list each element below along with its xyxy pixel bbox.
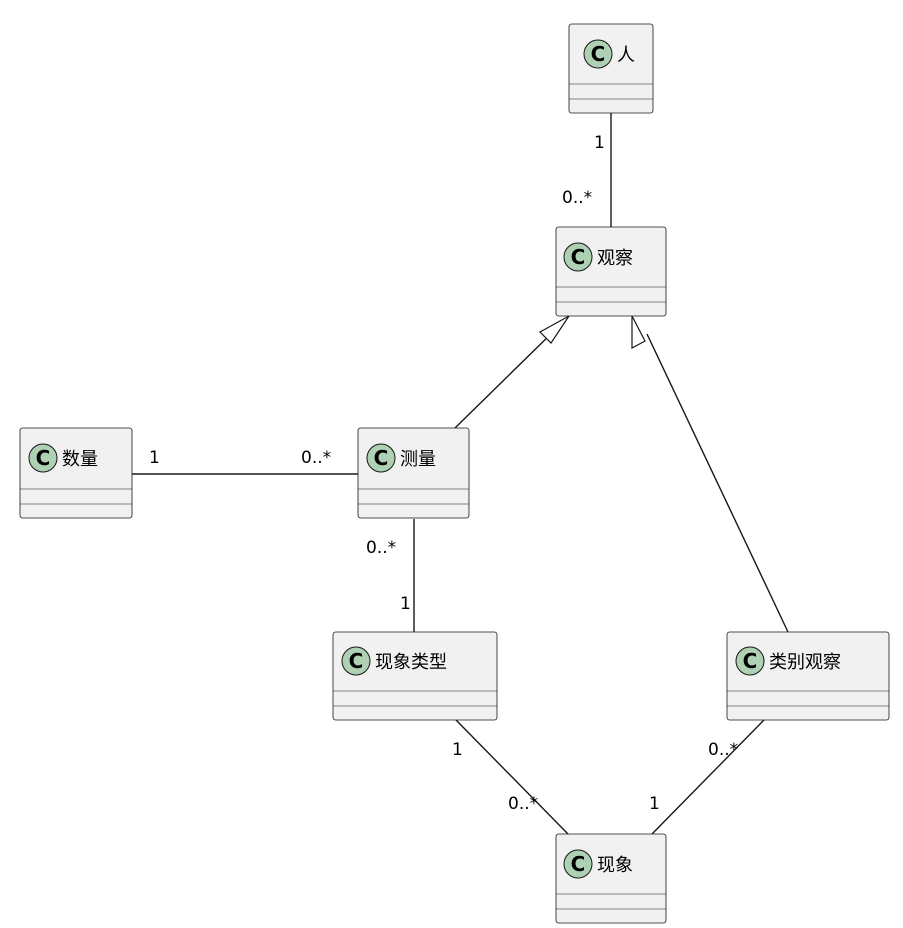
class-box <box>555 833 667 924</box>
multiplicity-label: 1 <box>149 448 160 468</box>
class-box <box>19 427 133 519</box>
inheritance-arrowhead <box>631 315 646 350</box>
class-icon-letter: C <box>591 42 606 66</box>
multiplicity-label: 1 <box>594 133 605 153</box>
multiplicity-label: 1 <box>400 594 411 614</box>
class-category-observation[interactable]: C 类别观察 <box>726 631 890 721</box>
multiplicity-label: 0..* <box>508 794 538 814</box>
class-name: 数量 <box>62 449 98 470</box>
class-icon-letter: C <box>349 649 364 673</box>
class-icon <box>28 443 58 473</box>
class-name: 人 <box>617 45 635 66</box>
class-name: 类别观察 <box>769 652 841 673</box>
class-box <box>357 427 470 519</box>
edge-phenomenon-type-phenomenon <box>455 719 569 835</box>
multiplicity-label: 0..* <box>708 740 738 760</box>
class-box <box>726 631 890 721</box>
class-name: 测量 <box>400 449 436 470</box>
multiplicity-label: 1 <box>649 794 660 814</box>
multiplicity-label: 0..* <box>301 448 331 468</box>
class-observation[interactable]: C 观察 <box>555 226 667 317</box>
class-icon <box>563 849 593 879</box>
class-phenomenon-type[interactable]: C 现象类型 <box>332 631 498 721</box>
class-box <box>555 226 667 317</box>
class-quantity[interactable]: C 数量 <box>19 427 133 519</box>
class-icon <box>735 646 765 676</box>
multiplicity-label: 0..* <box>366 538 396 558</box>
class-icon <box>341 646 371 676</box>
class-measurement[interactable]: C 测量 <box>357 427 470 519</box>
class-icon-letter: C <box>374 446 389 470</box>
class-icon-letter: C <box>571 245 586 269</box>
edge-category-observation-inherits-observation <box>646 333 789 633</box>
class-name: 观察 <box>597 248 633 269</box>
class-icon-letter: C <box>743 649 758 673</box>
class-person[interactable]: C 人 <box>568 23 654 114</box>
edge-measurement-inherits-observation <box>454 327 558 429</box>
class-phenomenon[interactable]: C 现象 <box>555 833 667 924</box>
class-name: 现象类型 <box>375 652 447 673</box>
class-icon-letter: C <box>571 852 586 876</box>
class-name: 现象 <box>597 855 633 876</box>
edge-category-observation-phenomenon <box>651 719 765 835</box>
multiplicity-label: 1 <box>452 740 463 760</box>
class-icon <box>563 242 593 272</box>
class-icon-letter: C <box>36 446 51 470</box>
inheritance-arrowhead <box>539 315 570 344</box>
class-box <box>332 631 498 721</box>
class-icon <box>583 39 613 69</box>
class-icon <box>366 443 396 473</box>
class-box <box>568 23 654 114</box>
multiplicity-label: 0..* <box>562 188 592 208</box>
